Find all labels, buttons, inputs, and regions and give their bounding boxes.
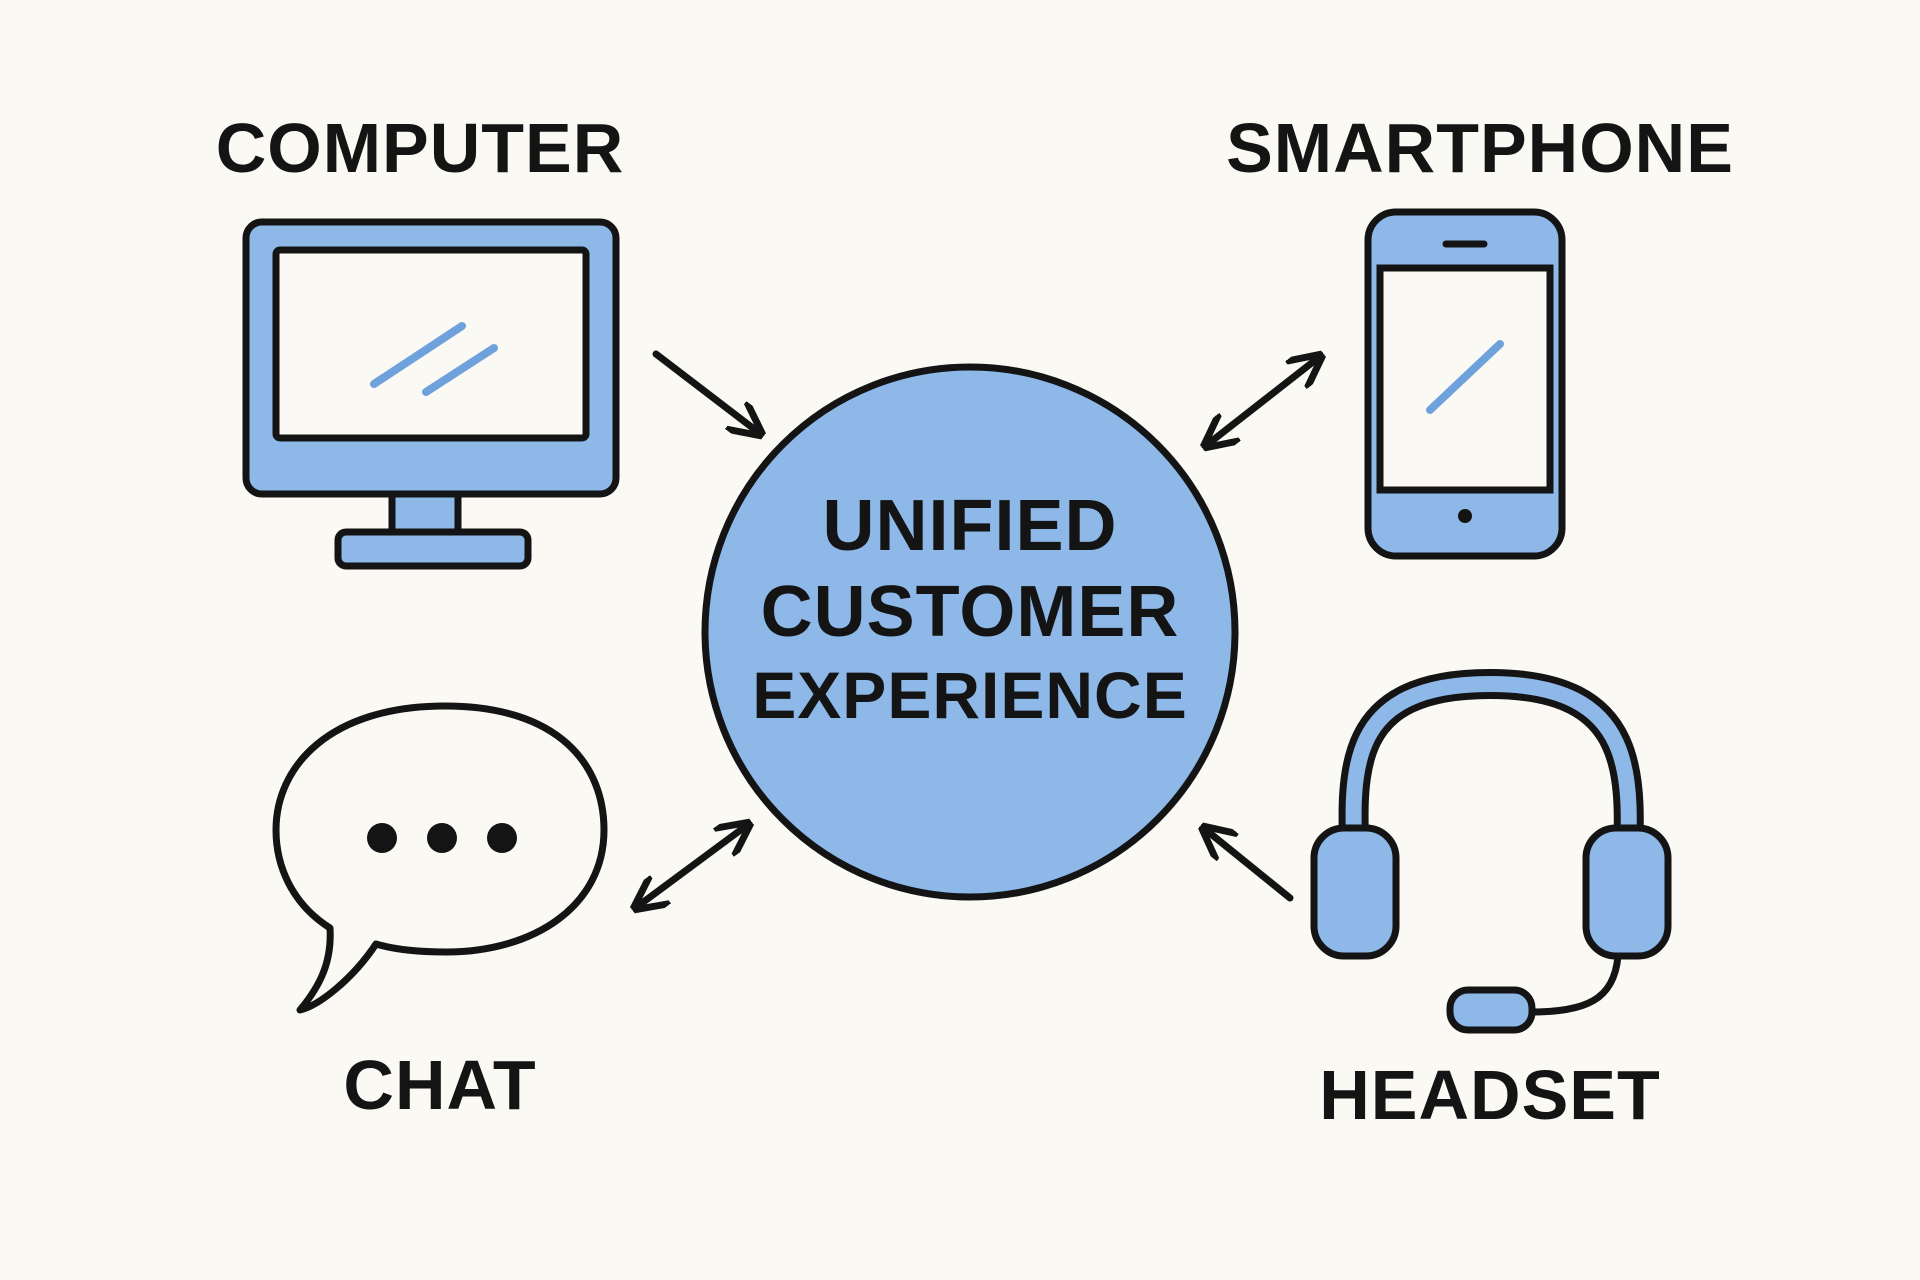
chat-bubble-icon [272, 702, 608, 1014]
computer-icon [242, 218, 620, 570]
arrow-headset-to-center [1206, 830, 1294, 902]
center-circle [701, 363, 1239, 901]
center-title-line-1: UNIFIED [822, 486, 1118, 566]
center-title: UNIFIED CUSTOMER EXPERIENCE [700, 490, 1240, 728]
smartphone-label: SMARTPHONE [1226, 109, 1734, 187]
center-title-line-3: EXPERIENCE [752, 658, 1188, 732]
center-title-line-2: CUSTOMER [760, 572, 1180, 652]
arrow-smartphone-center-bidirectional [1208, 358, 1318, 444]
smartphone-icon [1364, 208, 1566, 560]
headset-icon [1310, 668, 1672, 1034]
arrow-computer-to-center [652, 350, 758, 432]
computer-label: COMPUTER [215, 109, 625, 187]
chat-label: CHAT [343, 1046, 537, 1124]
arrow-chat-center-bidirectional [638, 826, 746, 906]
headset-label: HEADSET [1319, 1056, 1661, 1134]
